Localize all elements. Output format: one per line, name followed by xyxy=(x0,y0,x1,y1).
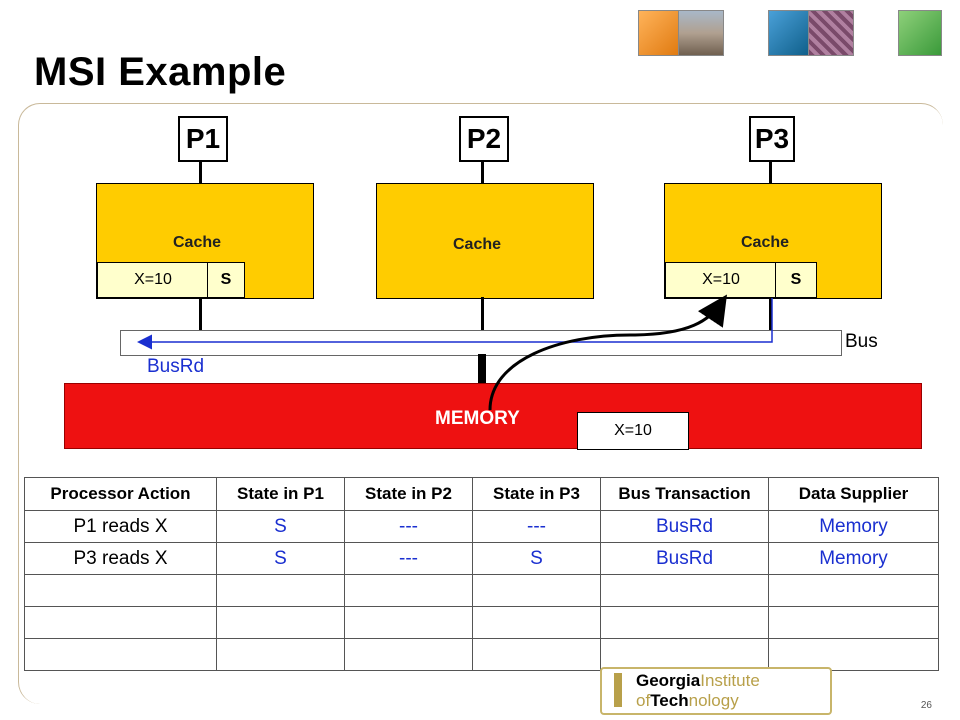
logo-frame xyxy=(600,667,832,715)
table-cell: --- xyxy=(344,542,473,575)
table-cell xyxy=(600,638,769,671)
table-cell xyxy=(768,606,939,639)
header-thumbnail-blue xyxy=(768,10,810,56)
table-cell: P1 reads X xyxy=(24,510,217,543)
cache-label: Cache xyxy=(173,234,222,251)
header-thumbnail-orange xyxy=(638,10,680,56)
table-cell xyxy=(24,638,217,671)
processor-p2: P2 xyxy=(459,116,509,162)
table-cell xyxy=(24,606,217,639)
table-header-row: Processor Action State in P1 State in P2… xyxy=(24,477,939,511)
table-row xyxy=(24,606,939,639)
table-cell xyxy=(600,574,769,607)
logo-word: of xyxy=(636,691,651,710)
table-cell: BusRd xyxy=(600,510,769,543)
p3-cache-link xyxy=(769,160,772,184)
cache2-bus-link xyxy=(481,297,484,331)
msi-transaction-table: Processor Action State in P1 State in P2… xyxy=(24,477,939,671)
logo-word: Georgia xyxy=(636,671,701,690)
busrd-request-arrow xyxy=(137,298,773,350)
table-row: P3 reads X S --- S BusRd Memory xyxy=(24,542,939,575)
table-cell xyxy=(768,574,939,607)
table-cell xyxy=(600,606,769,639)
logo-word: Institute xyxy=(700,671,760,690)
georgia-tech-logo: GeorgiaInstitute ofTechnology xyxy=(600,665,832,715)
logo-tower-icon xyxy=(614,673,622,707)
processor-p1: P1 xyxy=(178,116,228,162)
table-row xyxy=(24,574,939,607)
page-number: 26 xyxy=(920,700,932,711)
content-frame xyxy=(18,103,943,704)
table-cell: P3 reads X xyxy=(24,542,217,575)
header-thumbnail-green xyxy=(898,10,942,56)
cache-line-state: S xyxy=(775,262,817,298)
table-row: P1 reads X S --- --- BusRd Memory xyxy=(24,510,939,543)
bus-transaction-label: BusRd xyxy=(147,356,205,377)
table-cell: S xyxy=(472,542,601,575)
data-supply-arrow xyxy=(488,294,727,411)
table-cell: Memory xyxy=(768,542,939,575)
header-thumbnail-building xyxy=(678,10,724,56)
table-cell xyxy=(344,638,473,671)
table-row xyxy=(24,638,939,671)
table-cell xyxy=(24,574,217,607)
column-header: State in P2 xyxy=(344,477,473,511)
table-cell xyxy=(768,638,939,671)
table-cell: S xyxy=(216,542,345,575)
bus-label: Bus xyxy=(845,331,878,352)
cache1-bus-link xyxy=(199,297,202,331)
table-cell xyxy=(216,606,345,639)
table-cell xyxy=(216,638,345,671)
p2-cache-link xyxy=(481,160,484,184)
logo-line-2: ofTechnology xyxy=(636,691,739,711)
cache-line-value: X=10 xyxy=(97,262,209,298)
cache-label: Cache xyxy=(741,234,790,251)
logo-line-1: GeorgiaInstitute xyxy=(636,671,760,691)
system-bus xyxy=(120,330,842,356)
cache-label: Cache xyxy=(453,236,502,253)
memory-value: X=10 xyxy=(577,412,689,450)
table-cell: S xyxy=(216,510,345,543)
cache-p2: Cache xyxy=(376,183,594,299)
cache-line-state: S xyxy=(207,262,245,298)
table-cell xyxy=(472,574,601,607)
bus-memory-link xyxy=(478,354,486,384)
cache-p3: Cache X=10 S xyxy=(664,183,882,299)
column-header: State in P3 xyxy=(472,477,601,511)
header-thumbnail-circuit xyxy=(808,10,854,56)
slide-title: MSI Example xyxy=(34,50,287,94)
cache3-bus-link xyxy=(769,297,772,331)
logo-word: Tech xyxy=(650,691,689,710)
column-header: State in P1 xyxy=(216,477,345,511)
logo-word: nology xyxy=(688,691,739,710)
column-header: Bus Transaction xyxy=(600,477,769,511)
column-header: Processor Action xyxy=(24,477,217,511)
p1-cache-link xyxy=(199,160,202,184)
table-cell xyxy=(472,638,601,671)
processor-p3: P3 xyxy=(749,116,795,162)
cache-line-value: X=10 xyxy=(665,262,777,298)
table-cell xyxy=(216,574,345,607)
column-header: Data Supplier xyxy=(768,477,939,511)
memory-label: MEMORY xyxy=(435,408,520,429)
table-cell xyxy=(344,574,473,607)
table-cell: --- xyxy=(344,510,473,543)
table-cell: Memory xyxy=(768,510,939,543)
cache-p1: Cache X=10 S xyxy=(96,183,314,299)
table-cell: BusRd xyxy=(600,542,769,575)
table-cell: --- xyxy=(472,510,601,543)
table-cell xyxy=(472,606,601,639)
table-cell xyxy=(344,606,473,639)
